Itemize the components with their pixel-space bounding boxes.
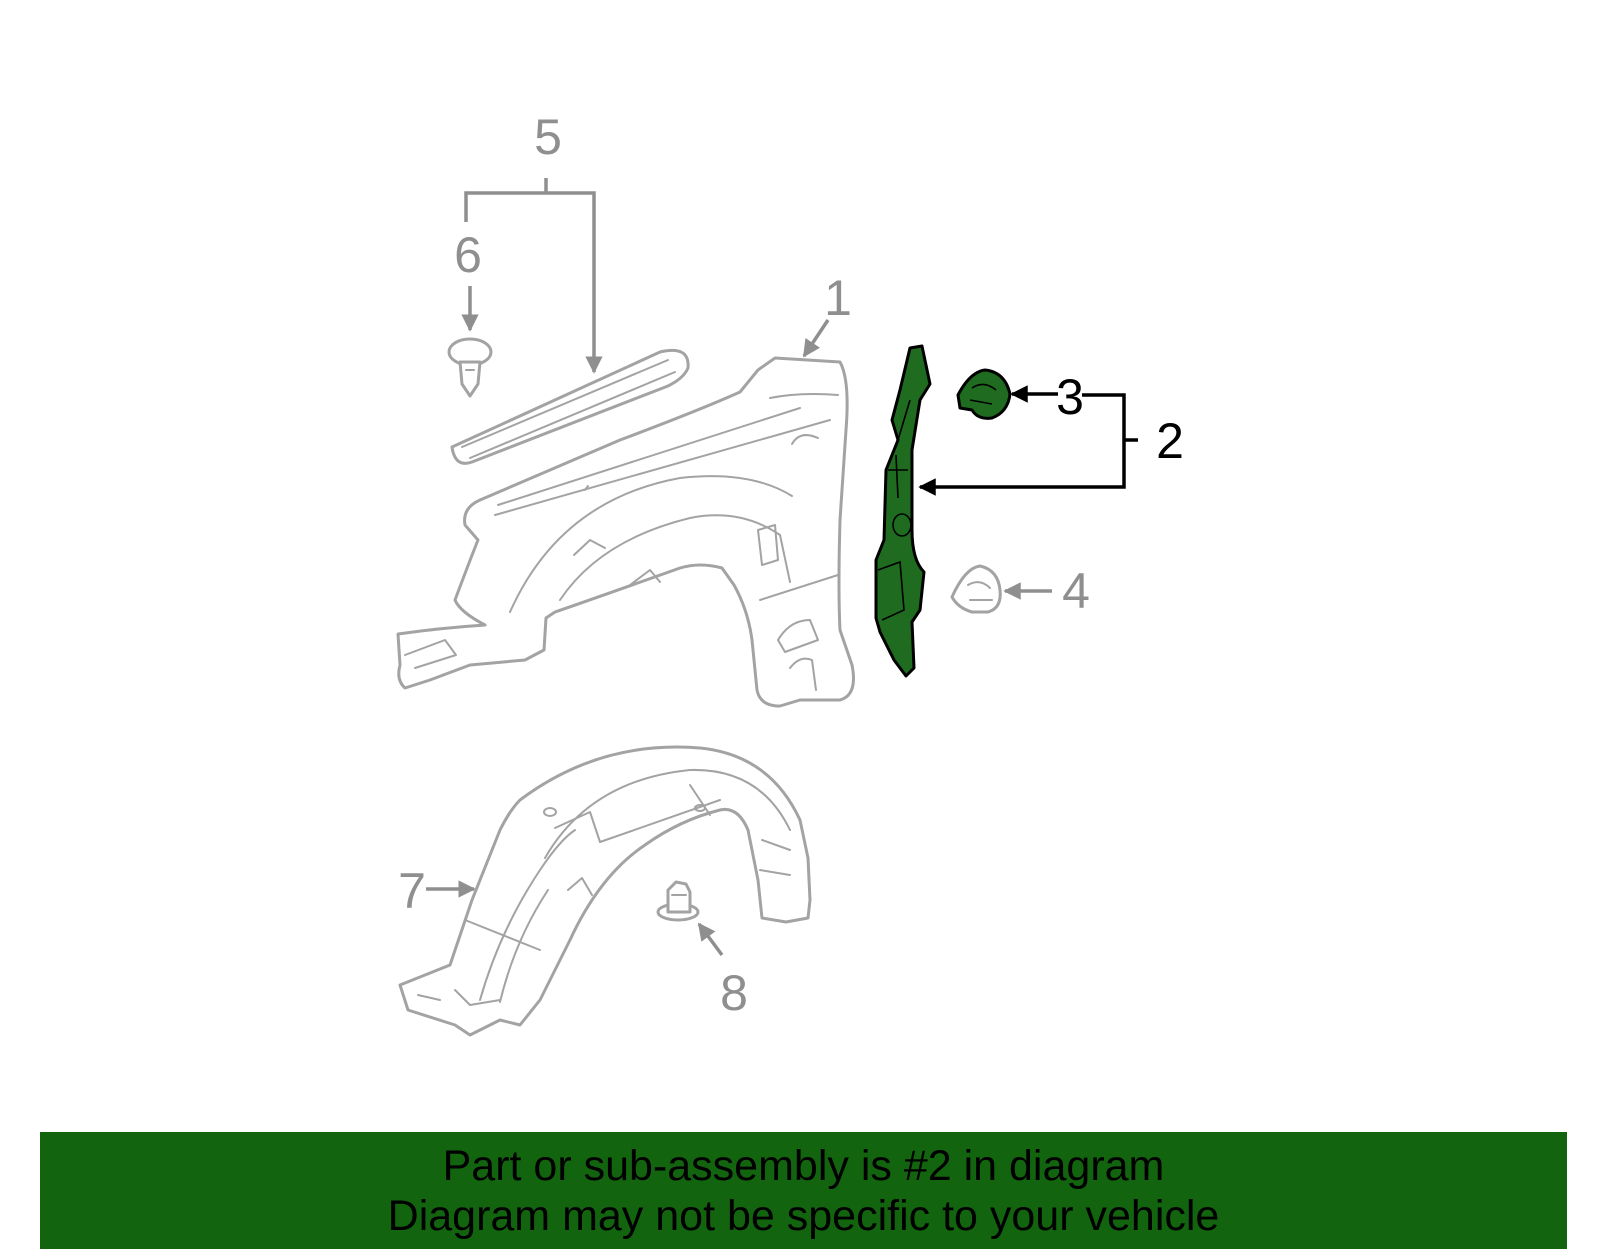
callout-7: 7 xyxy=(398,863,426,919)
part-4-clip[interactable] xyxy=(950,564,1002,614)
part-5-molding[interactable] xyxy=(450,348,690,465)
leader-lines xyxy=(426,178,1138,957)
banner-line-1: Part or sub-assembly is #2 in diagram xyxy=(442,1141,1165,1190)
leader-8 xyxy=(697,922,724,957)
callout-2: 2 xyxy=(1156,413,1184,469)
leader-1 xyxy=(802,319,830,358)
callout-5: 5 xyxy=(534,109,562,165)
leader-5 xyxy=(464,178,594,372)
part-6-clip[interactable] xyxy=(447,337,493,398)
part-3-clip[interactable] xyxy=(956,368,1012,420)
banner-line-2: Diagram may not be specific to your vehi… xyxy=(387,1191,1220,1240)
part-8-clip[interactable] xyxy=(656,880,700,922)
info-banner: Part or sub-assembly is #2 in diagram Di… xyxy=(40,1132,1567,1249)
part-2-seal[interactable] xyxy=(874,344,932,678)
part-1-fender[interactable] xyxy=(396,356,855,708)
callout-1: 1 xyxy=(824,270,852,326)
leader-2-bracket xyxy=(918,393,1126,496)
callout-4: 4 xyxy=(1062,563,1090,619)
callout-8: 8 xyxy=(720,965,748,1021)
callout-3: 3 xyxy=(1056,369,1084,425)
part-7-liner[interactable] xyxy=(398,745,812,1037)
callout-6: 6 xyxy=(454,227,482,283)
